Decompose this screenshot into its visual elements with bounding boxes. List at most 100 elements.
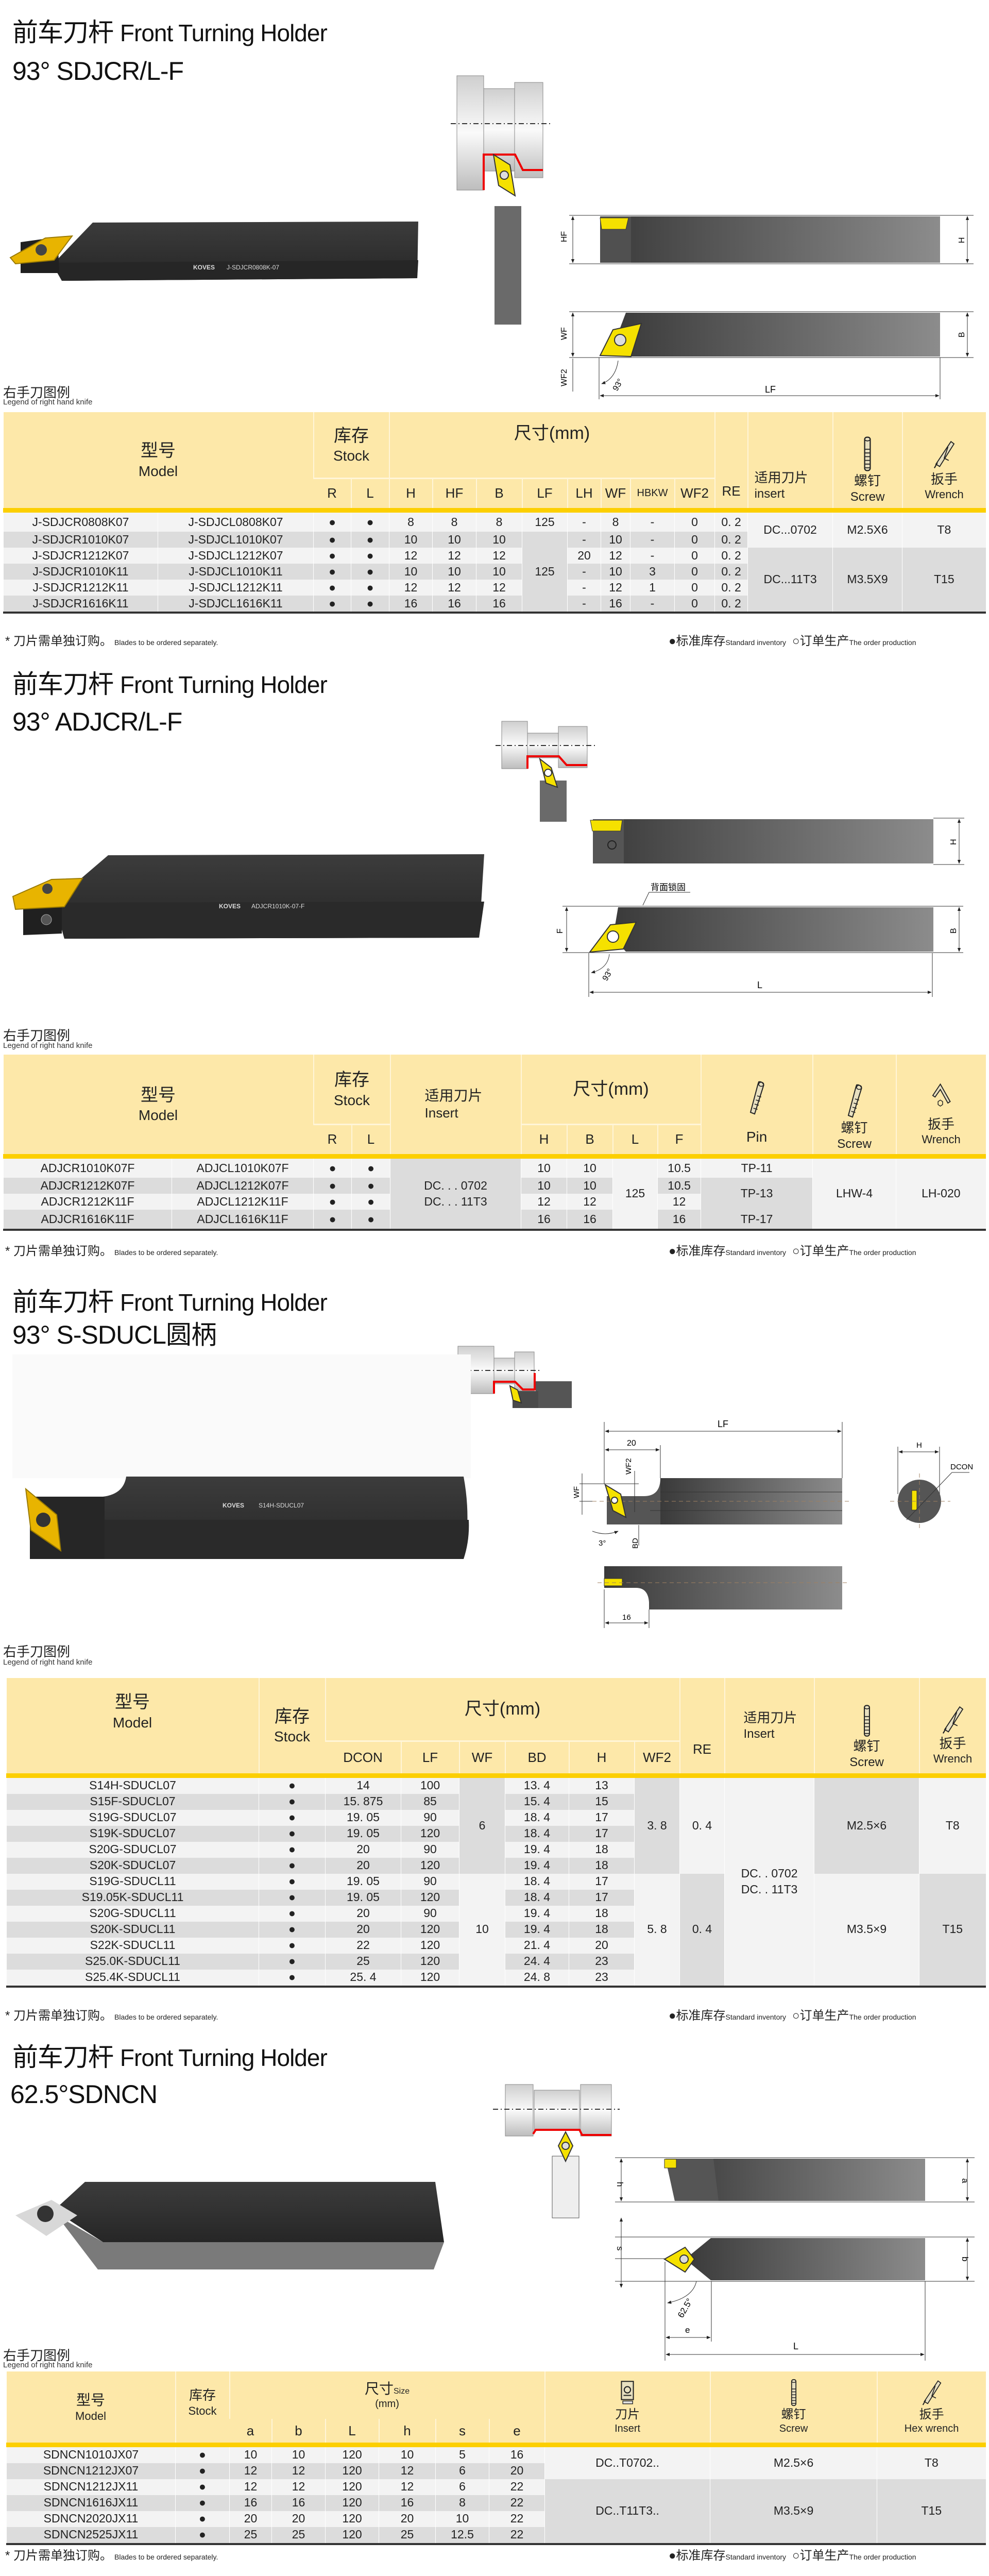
header-size: 尺寸(mm): [388, 412, 715, 478]
cell-wrench: T8: [877, 2445, 986, 2479]
cell-model-r: J-SDJCR1010K11: [3, 563, 158, 580]
dim-label-l: L: [793, 2341, 798, 2351]
cell-lh: 20: [567, 547, 601, 564]
cell-stock-r: ●: [313, 547, 351, 564]
cell-insert: DC...0702: [747, 510, 833, 548]
cell-stock: ●: [259, 1775, 326, 1794]
cell-a: 12: [229, 2463, 272, 2479]
sdjcr-drawings: KOVES J-SDJCR0808K-07 HF H WF WF2: [9, 75, 974, 399]
cell-h: 10: [521, 1177, 567, 1194]
cell-l: 120: [325, 2511, 379, 2527]
cell-lh: -: [567, 531, 601, 548]
cell-dcon: 20: [325, 1905, 401, 1922]
cell-lf: 90: [401, 1905, 459, 1922]
cell-wrench-line: T8: [937, 523, 951, 536]
cell-wf2: 0: [674, 579, 715, 596]
cell-dcon: 19. 05: [325, 1873, 401, 1890]
cell-bd: 18. 4: [505, 1825, 569, 1842]
tool-photo: [15, 2182, 444, 2269]
cell-stock: ●: [259, 1953, 326, 1970]
cell-screw: M3.5×9: [814, 1873, 919, 1988]
legend-label-en: Legend of right hand knife: [3, 1658, 93, 1667]
cell-model-r: J-SDJCR1616K11: [3, 595, 158, 614]
cell-model-r: J-SDJCR0808K07: [3, 510, 158, 532]
cell-wf: 12: [601, 579, 630, 596]
header-l: L: [350, 477, 389, 513]
cell-stock-l: ●: [351, 531, 389, 548]
header-hf: HF: [432, 477, 476, 513]
cell-stock: ●: [175, 2527, 230, 2545]
cell-b: 12: [476, 547, 522, 564]
cell-model: S19K-SDUCL07: [6, 1825, 259, 1842]
operation-diagram: [493, 2084, 620, 2218]
back-lock-label: 背面锁固: [651, 883, 686, 892]
cell-wrench: T15: [877, 2479, 986, 2545]
cell-lf: 120: [401, 1969, 459, 1988]
cell-insert-line: DC. . 0702: [741, 1866, 798, 1880]
cell-f: 10.5: [657, 1156, 701, 1178]
legend-label-en: Legend of right hand knife: [3, 1041, 93, 1050]
dim-label-b: B: [949, 928, 958, 934]
cell-re: 0. 2: [714, 510, 748, 532]
cell-lf: 85: [401, 1793, 459, 1810]
stock-legend: ●标准库存Standard inventory○订单生产The order pr…: [669, 634, 916, 648]
cell-wf2: 0: [674, 595, 715, 614]
cell-stock-r: ●: [313, 595, 351, 614]
dim-label-h: H: [958, 237, 966, 243]
cell-hf: 12: [432, 547, 476, 564]
cell-lf: 120: [401, 1889, 459, 1906]
cell-insert-line: DC...11T3: [763, 572, 817, 586]
cell-bd: 21. 4: [505, 1937, 569, 1954]
section-title: 前车刀杆 Front Turning Holder: [12, 2043, 328, 2072]
cell-b: 10: [567, 1177, 613, 1194]
operation-diagram: [451, 75, 552, 325]
sducl-drawings: KOVES S14H-SDUCL07 LF 20 WF WF2 BD 3°: [25, 1346, 974, 1628]
cell-lh: -: [567, 563, 601, 580]
footnote: * 刀片需单独订购。Blades to be ordered separatel…: [5, 1244, 218, 1258]
cell-screw-line: M3.5×9: [773, 2503, 814, 2517]
dim-label-wf: WF: [560, 327, 569, 340]
cell-b: 12: [567, 1193, 613, 1210]
header-re: RE: [714, 412, 748, 513]
cell-lh: -: [567, 595, 601, 614]
cell-b: 12: [476, 579, 522, 596]
cell-lf: 90: [401, 1873, 459, 1890]
dim-label-f: F: [556, 928, 565, 934]
cell-wf2: 0: [674, 510, 715, 532]
cell-dcon: 25: [325, 1953, 401, 1970]
cell-bd: 19. 4: [505, 1905, 569, 1922]
header-size: 尺寸Size(mm): [229, 2371, 545, 2419]
cell-screw: M2.5×6: [814, 1775, 919, 1874]
legend-label: 右手刀图例: [3, 1028, 71, 1043]
cell-a: 12: [229, 2479, 272, 2495]
cell-wf2: 3. 8: [634, 1775, 680, 1874]
cell-hbkw: -: [630, 510, 675, 532]
cell-dcon: 19. 05: [325, 1889, 401, 1906]
section-title: 前车刀杆 Front Turning Holder: [12, 1287, 328, 1316]
cell-hbkw: 1: [630, 579, 675, 596]
cell-lf: 125: [522, 510, 568, 532]
cell-wf2-line: 5. 8: [647, 1922, 667, 1936]
legend-label: 右手刀图例: [3, 385, 71, 400]
insert-icon: [619, 2378, 636, 2407]
cell-stock: ●: [259, 1793, 326, 1810]
cell-len-line: 125: [625, 1187, 645, 1200]
cell-wf-line: 10: [475, 1922, 489, 1936]
cell-bd: 18. 4: [505, 1889, 569, 1906]
cell-bd: 15. 4: [505, 1793, 569, 1810]
